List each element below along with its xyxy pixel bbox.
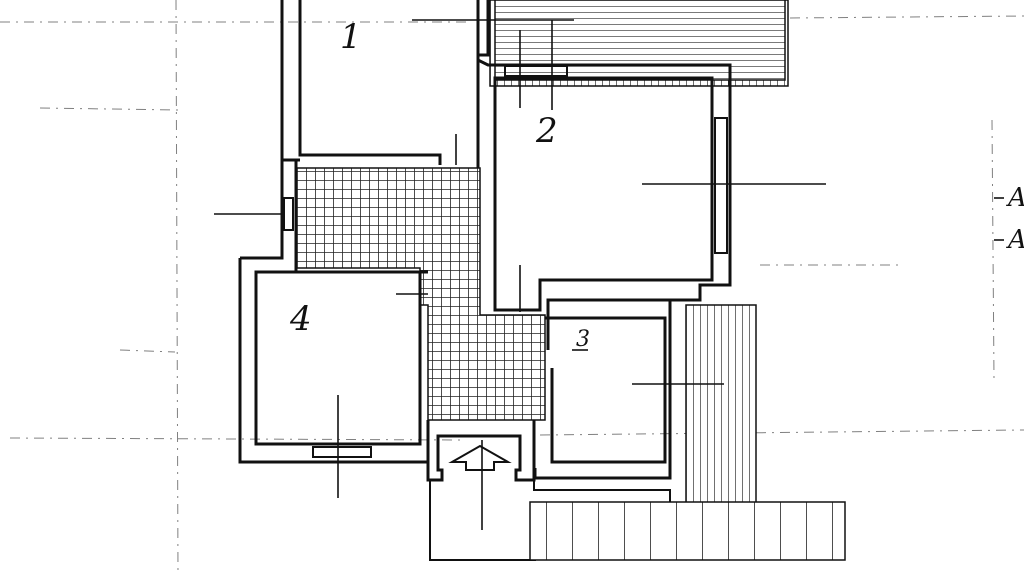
- room-3-label: 3: [576, 327, 590, 352]
- steps-bottom: [529, 501, 846, 561]
- room-2-label: 2: [535, 111, 558, 151]
- room-1-label: 1: [340, 17, 362, 57]
- room-2-inner: [493, 76, 714, 312]
- entrance-walls: [426, 420, 536, 482]
- room-2-door: [504, 65, 568, 77]
- room-4-label: 4: [289, 299, 312, 339]
- room-2-window: [714, 117, 728, 254]
- room-4-window: [312, 446, 372, 458]
- room-3-walls: [533, 298, 672, 480]
- terrace-right: [685, 304, 757, 504]
- leader-lines: [214, 19, 1004, 530]
- section-marker-bottom: A: [1006, 225, 1024, 255]
- entrance-arrow: [448, 444, 512, 471]
- room-1-walls: [280, 0, 480, 165]
- terrace-top-boards: [494, 0, 786, 81]
- room-4-walls: [238, 158, 428, 464]
- room-1-side-window: [283, 197, 294, 231]
- garden-path: [429, 480, 671, 561]
- room-1-right-wall: [476, 0, 490, 57]
- section-marker-top: A: [1006, 183, 1024, 213]
